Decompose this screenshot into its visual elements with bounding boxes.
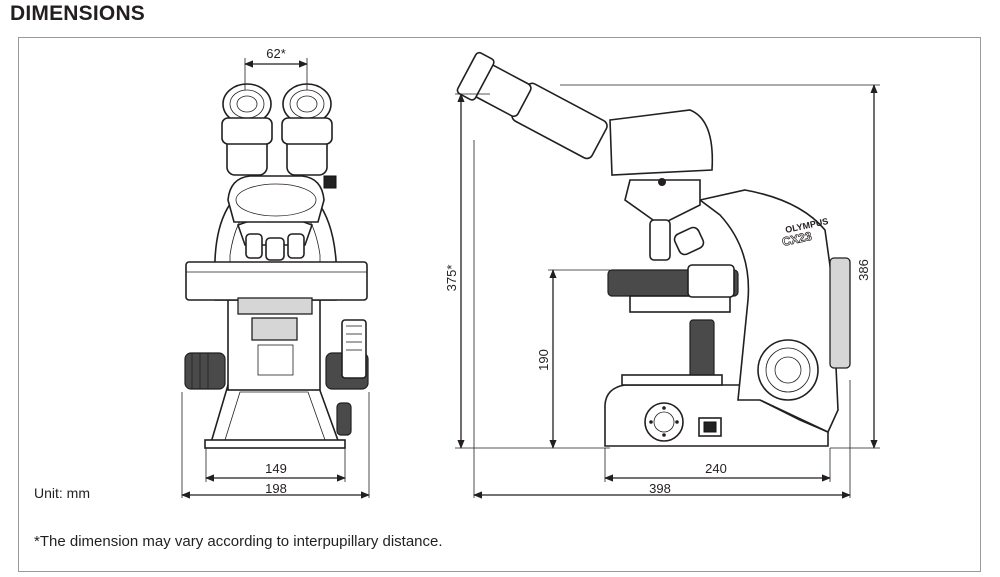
side-view-microscope: OLYMPUS CX23 [456, 51, 851, 447]
front-view-dimensions [181, 58, 370, 499]
front-top-width-label: 62* [266, 46, 286, 61]
page-title: DIMENSIONS [10, 2, 146, 25]
side-base-depth-label: 240 [705, 461, 727, 476]
side-view-dimensions [455, 84, 880, 499]
front-base-width-label: 149 [265, 461, 287, 476]
unit-label: Unit: mm [34, 485, 90, 501]
front-overall-width-label: 198 [265, 481, 287, 496]
side-height-overall-label: 386 [856, 259, 871, 281]
front-view-microscope [184, 83, 369, 449]
side-height-eyepiece-label: 375* [444, 265, 459, 292]
diagram-frame [18, 37, 981, 572]
stage-height-label: 190 [536, 349, 551, 371]
side-overall-depth-label: 398 [649, 481, 671, 496]
model-name-label: CX23 [781, 229, 814, 249]
footnote: *The dimension may vary according to int… [34, 533, 443, 550]
